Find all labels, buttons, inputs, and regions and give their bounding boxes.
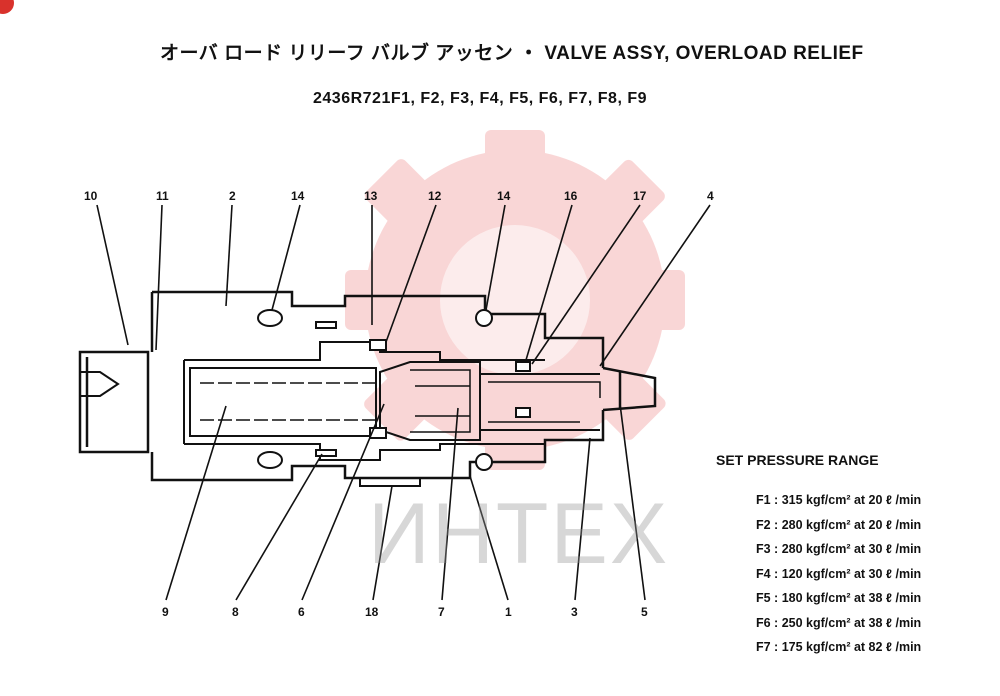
callout-7: 7 bbox=[438, 605, 445, 619]
callout-8: 8 bbox=[232, 605, 239, 619]
callout-10: 10 bbox=[84, 189, 98, 203]
corner-logo-mark bbox=[0, 0, 14, 14]
set-pressure-row: F4 : 120 kgf/cm² at 30 ℓ /min bbox=[756, 566, 922, 581]
seals bbox=[257, 309, 531, 471]
set-pressure-row: F2 : 280 kgf/cm² at 20 ℓ /min bbox=[756, 517, 922, 532]
callout-16: 16 bbox=[564, 189, 578, 203]
set-pressure-row: F3 : 280 kgf/cm² at 30 ℓ /min bbox=[756, 542, 922, 556]
set-pressure-row: F7 : 175 kgf/cm² at 82 ℓ /min bbox=[756, 640, 922, 654]
callout-11: 11 bbox=[156, 189, 169, 203]
callout-2: 2 bbox=[229, 189, 236, 203]
set-pressure-row: F6 : 250 kgf/cm² at 38 ℓ /min bbox=[756, 615, 922, 630]
callout-1: 1 bbox=[505, 605, 512, 619]
callout-4: 4 bbox=[707, 189, 714, 203]
callout-6: 6 bbox=[298, 605, 305, 619]
callout-18: 18 bbox=[365, 605, 379, 619]
callout-12: 12 bbox=[428, 189, 442, 203]
callout-5: 5 bbox=[641, 605, 648, 619]
valve-body bbox=[78, 290, 657, 487]
set-pressure-heading: SET PRESSURE RANGE bbox=[716, 452, 879, 468]
callout-14-right: 14 bbox=[497, 189, 511, 203]
watermark-text: ИНТЕХ bbox=[368, 486, 670, 582]
callout-13: 13 bbox=[364, 189, 378, 203]
set-pressure-list: F1 : 315 kgf/cm² at 20 ℓ /min F2 : 280 k… bbox=[756, 488, 921, 660]
callout-3: 3 bbox=[571, 605, 578, 619]
leader-lines bbox=[96, 204, 711, 601]
callout-9: 9 bbox=[162, 605, 169, 619]
page-title: オーバ ロード リリーフ バルブ アッセン ・ VALVE ASSY, OVER… bbox=[160, 43, 864, 64]
set-pressure-row: F1 : 315 kgf/cm² at 20 ℓ /min bbox=[756, 493, 922, 507]
callout-17: 17 bbox=[633, 189, 647, 203]
set-pressure-row: F5 : 180 kgf/cm² at 38 ℓ /min bbox=[756, 591, 922, 605]
callout-14-left: 14 bbox=[291, 189, 305, 203]
part-number-list: 2436R721F1, F2, F3, F4, F5, F6, F7, F8, … bbox=[313, 90, 648, 107]
